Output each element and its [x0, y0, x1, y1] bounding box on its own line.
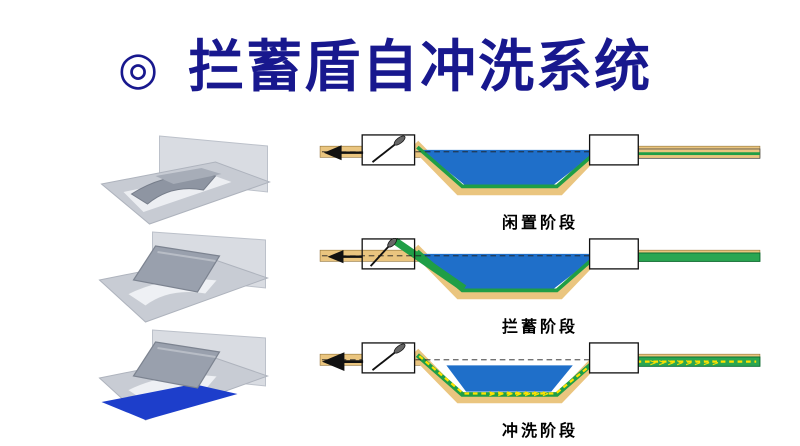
green-lining: [416, 145, 604, 189]
presentation-slide: ◎ 拦蓄盾自冲洗系统: [0, 39, 800, 440]
stage-diagrams-column: 闲置阶段: [298, 134, 782, 446]
valve-handle: [387, 238, 397, 248]
stage-block-idle: 闲置阶段: [298, 134, 782, 233]
shield-body-flat: [130, 174, 217, 205]
diagram-flush-stage: >>>>>>> >>>>>>>>: [319, 342, 761, 404]
stage-block-intercept: 拦蓄阶段: [298, 238, 782, 337]
title-row: ◎ 拦蓄盾自冲洗系统: [118, 40, 652, 96]
channel-soil-band: [410, 140, 608, 196]
plate-edge-highlight: [157, 251, 216, 262]
flush-chevrons-bottom: >>>>>>>: [489, 388, 551, 398]
valve-lever: [369, 242, 392, 267]
valve-handle: [393, 135, 406, 146]
flow-arrow-left: [323, 145, 342, 161]
model-renders-column: [96, 132, 274, 423]
flow-arrow-left: [327, 250, 344, 264]
water-pool: [101, 384, 238, 420]
slide-title: 拦蓄盾自冲洗系统: [188, 35, 653, 100]
shield-3d-view-closed: [96, 132, 274, 227]
gate-structure-right: [588, 134, 639, 166]
stage-label-intercept: 拦蓄阶段: [501, 317, 578, 336]
shield-3d-view-flushing: [96, 328, 274, 423]
slide-content: 闲置阶段: [0, 128, 800, 440]
water-region: [421, 149, 599, 185]
diagram-idle-stage: [319, 134, 761, 196]
shield-3d-view-raised: [96, 230, 274, 325]
stage-block-flush: >>>>>>> >>>>>>>> 冲洗阶段: [298, 342, 782, 441]
shield-raised-green: [392, 238, 467, 292]
stage-label-flush: 冲洗阶段: [501, 421, 578, 440]
diagram-intercept-stage: [319, 238, 761, 300]
outlet-pipe-green: [637, 252, 761, 262]
water-region: [421, 253, 599, 289]
outlet-pipe-lining: [638, 152, 760, 156]
water-region: [446, 365, 573, 392]
valve-handle: [393, 343, 406, 354]
flush-flow-arrows: [418, 355, 757, 395]
shield-3d-raised-drawing: [98, 231, 270, 323]
gate-structure-right: [588, 342, 639, 374]
gate-structure-left: [361, 134, 416, 166]
flow-arrow-left: [321, 352, 345, 372]
gate-structure-left: [361, 238, 416, 270]
shield-3d-flushing-drawing: [98, 329, 270, 421]
plate-edge-highlight: [157, 347, 216, 358]
gate-structure-right: [588, 238, 639, 270]
flush-chevrons-pipe: >>>>>>>>: [650, 357, 721, 367]
shield-plate: [155, 168, 222, 184]
title-bullet-icon: ◎: [118, 41, 159, 95]
stage-label-idle: 闲置阶段: [501, 213, 578, 232]
shield-3d-closed-drawing: [100, 135, 271, 225]
